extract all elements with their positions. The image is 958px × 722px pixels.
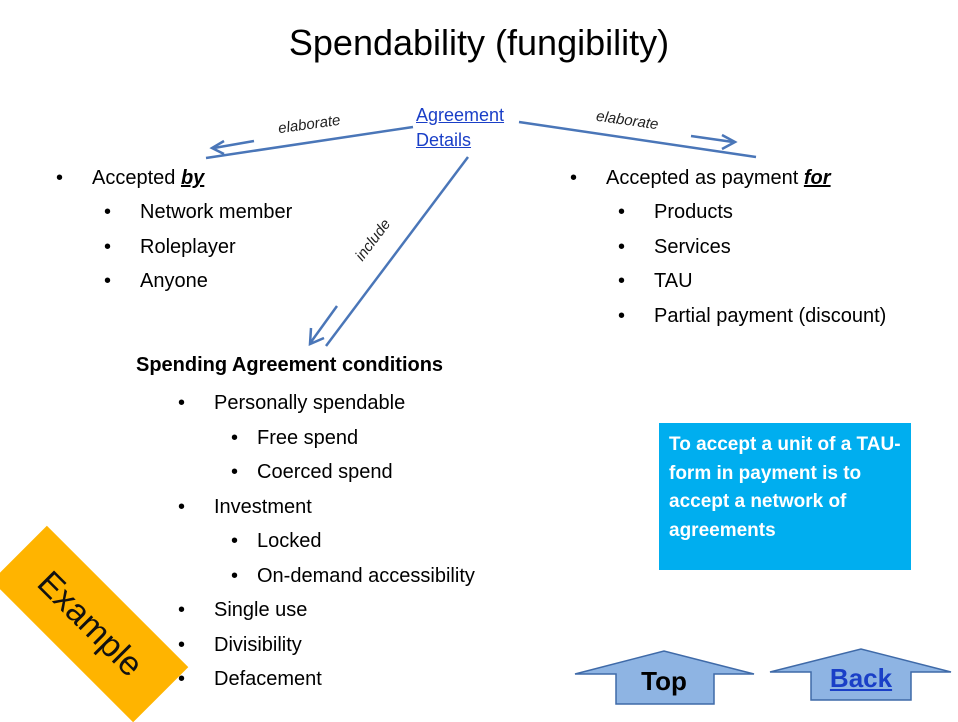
callout-box: To accept a unit of a TAU-form in paymen… [659, 423, 911, 570]
accepted-by-heading: Accepted by [56, 161, 205, 196]
top-arrow-shape[interactable] [574, 650, 755, 705]
conditions-list: Personally spendable Free spend Coerced … [178, 386, 475, 697]
list-item: Services [618, 230, 886, 265]
condition-subitem: On-demand accessibility [231, 559, 475, 594]
condition-subitem: Locked [231, 524, 475, 559]
condition-item: Single use [178, 593, 475, 628]
list-item: Products [618, 195, 886, 230]
arrow-right-shaft [690, 134, 734, 144]
accepted-for-heading: Accepted as payment for [570, 161, 831, 196]
back-button[interactable]: Back [829, 663, 893, 693]
arrow-right-head [721, 133, 738, 151]
accepted-for-list: Accepted as payment for [570, 161, 831, 196]
connector-right [518, 120, 757, 159]
agreement-link-line2[interactable]: Details [416, 130, 472, 150]
agreement-link-line1[interactable]: Agreement [416, 105, 505, 125]
connector-left [205, 125, 414, 160]
accepted-for-emph: for [803, 167, 831, 189]
connector-down [325, 156, 469, 347]
condition-item: Defacement [178, 662, 475, 697]
list-item: TAU [618, 264, 886, 299]
arrow-left-head [209, 139, 225, 156]
list-item: Network member [104, 195, 292, 230]
accepted-for-items: Products Services TAU Partial payment (d… [618, 195, 886, 334]
list-item: Partial payment (discount) [618, 299, 886, 334]
accepted-by-items: Network member Roleplayer Anyone [104, 195, 292, 299]
arrow-down-shaft [309, 305, 339, 343]
condition-item: Investment [178, 490, 475, 525]
top-button[interactable]: Top [641, 666, 687, 696]
condition-subitem: Free spend [231, 421, 475, 456]
list-item: Roleplayer [104, 230, 292, 265]
agreement-details-link[interactable]: Agreement Details [416, 103, 504, 153]
arrow-left-shaft [213, 139, 255, 150]
condition-item: Divisibility [178, 628, 475, 663]
accepted-by-prefix: Accepted [92, 167, 181, 189]
condition-item: Personally spendable [178, 386, 475, 421]
accepted-for-prefix: Accepted as payment [606, 167, 804, 189]
list-item: Anyone [104, 264, 292, 299]
page-title: Spendability (fungibility) [288, 22, 670, 63]
accepted-by-emph: by [180, 167, 205, 189]
arrow-down-head [308, 327, 325, 346]
conditions-heading: Spending Agreement conditions [136, 354, 444, 376]
back-arrow-shape[interactable] [769, 648, 952, 701]
condition-subitem: Coerced spend [231, 455, 475, 490]
accepted-by-list: Accepted by [56, 161, 205, 196]
